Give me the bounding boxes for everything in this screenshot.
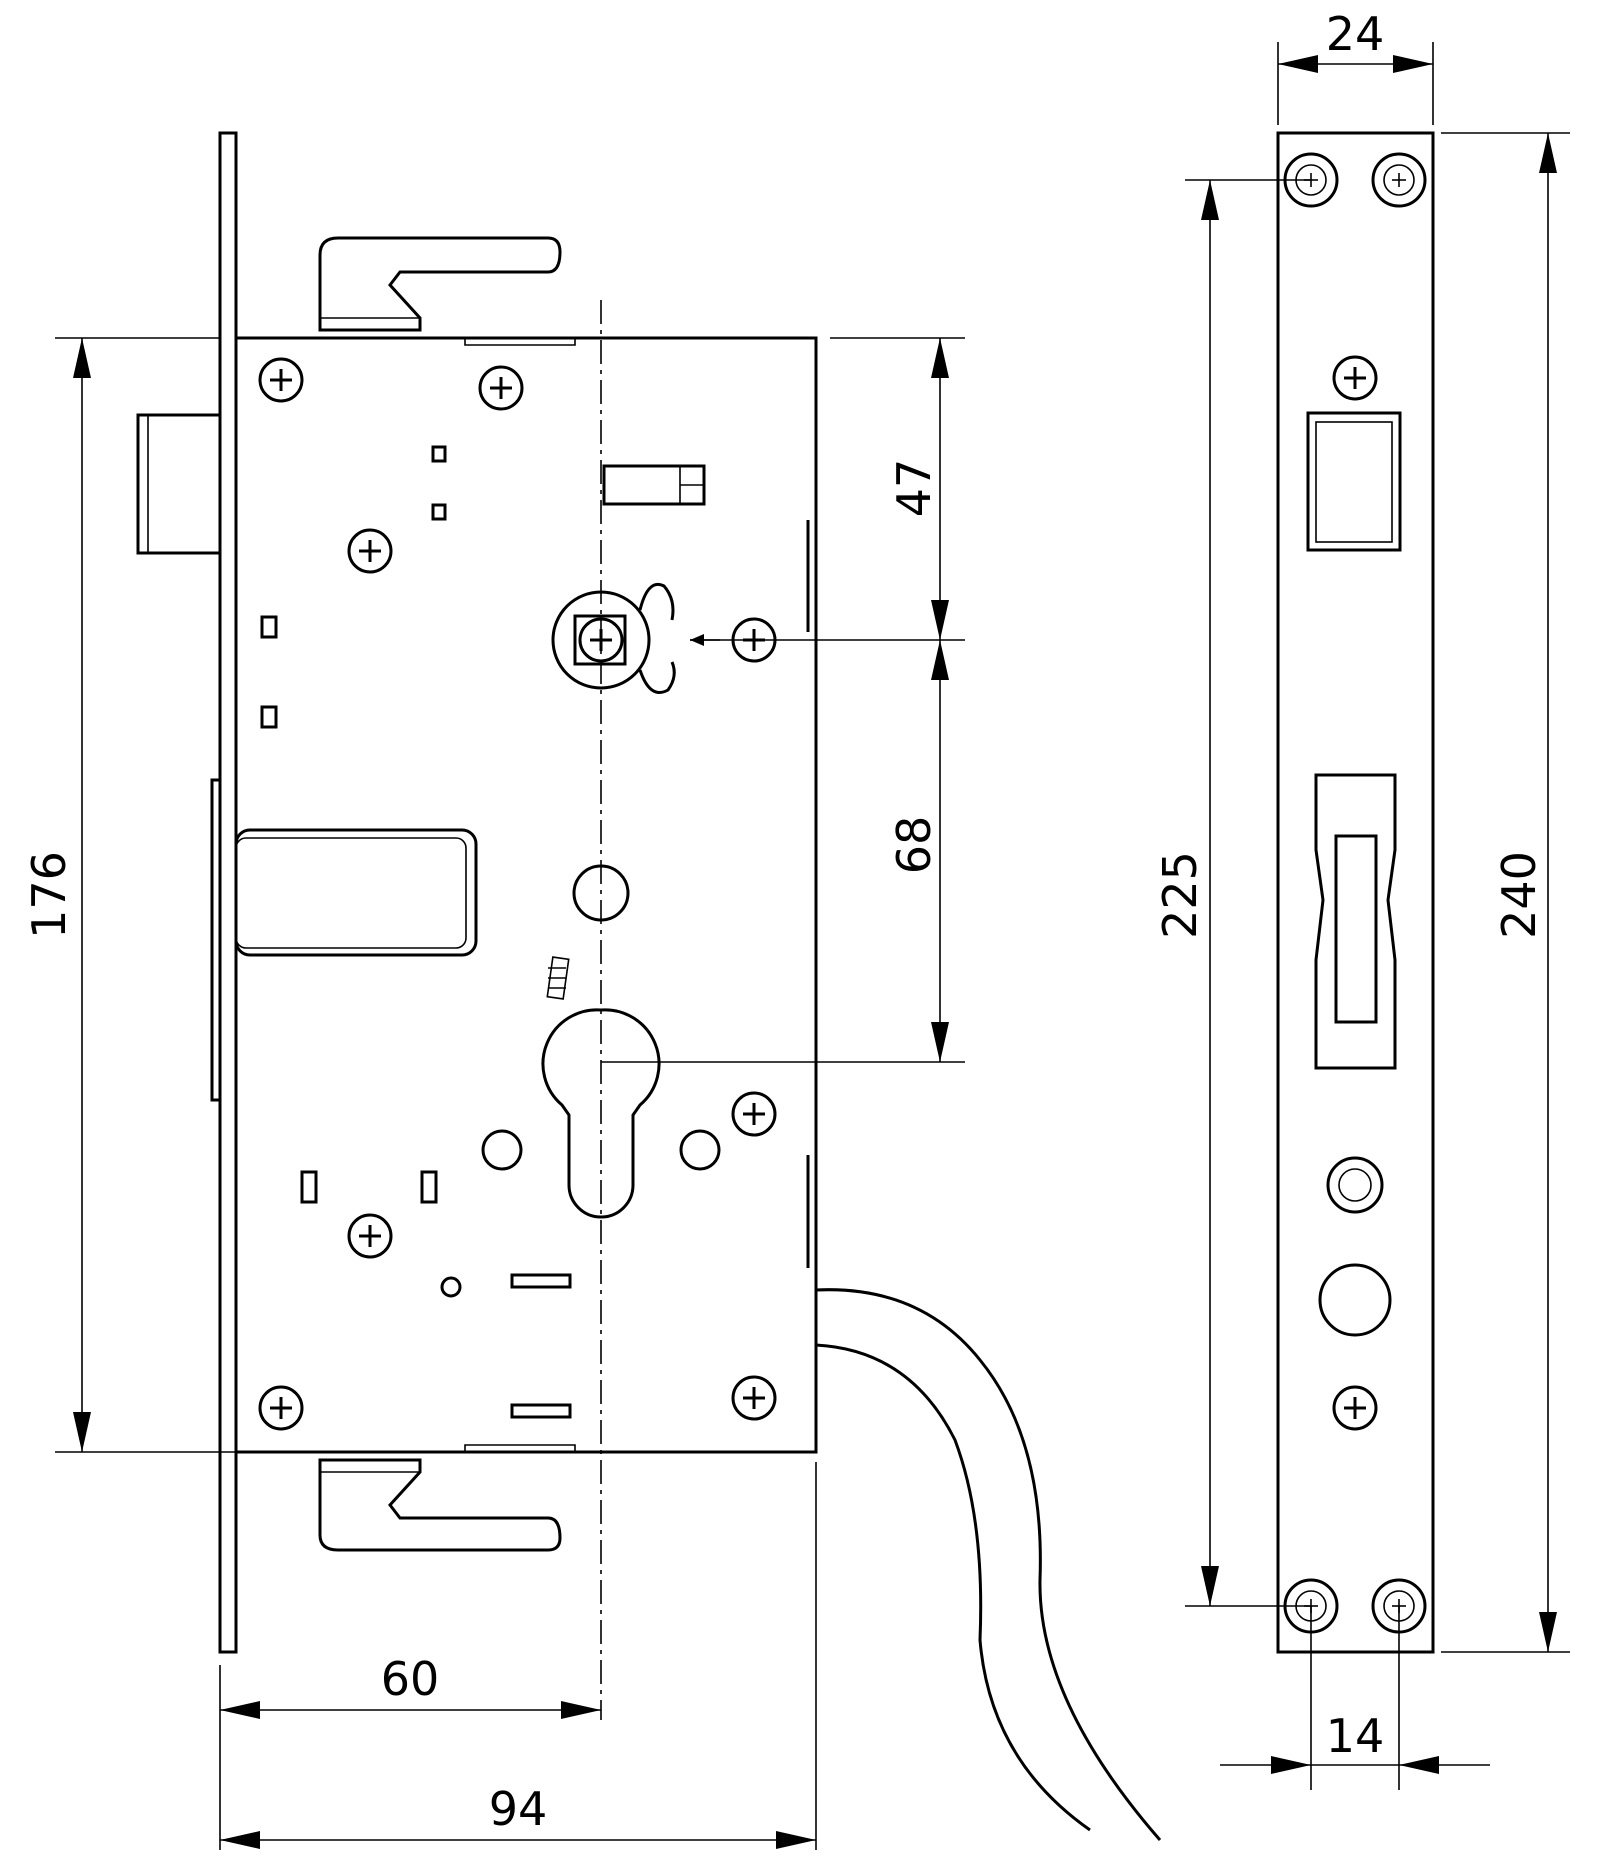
latch-opening: [1306, 411, 1402, 552]
dimension-14: 14: [1220, 1606, 1490, 1790]
cable-1: [815, 1288, 1162, 1841]
dimension-176: 176: [22, 337, 236, 1453]
lock-case: [234, 336, 818, 1454]
faceplate: [1276, 131, 1435, 1654]
dimension-240: 240: [1441, 132, 1570, 1653]
dim-label-176: 176: [22, 851, 76, 939]
bolt-opening: [1314, 773, 1397, 1070]
dim-label-14: 14: [1326, 1709, 1385, 1763]
dim-label-240: 240: [1492, 851, 1546, 939]
dimension-47-68: 47 68: [601, 337, 965, 1063]
dimension-24: 24: [1277, 7, 1434, 125]
dimension-225: 225: [1153, 179, 1311, 1607]
dead-bolt: [234, 828, 478, 957]
lock-body-view: [136, 131, 1162, 1841]
top-hook: [318, 236, 562, 332]
dimension-60-94: 60 94: [219, 1462, 817, 1850]
dim-label-94: 94: [489, 1782, 548, 1836]
faceplate-view: [1276, 131, 1435, 1654]
dim-label-68: 68: [887, 816, 941, 875]
spindle-follower: [551, 583, 720, 694]
latch-bolt: [136, 413, 222, 555]
front-plate: [218, 131, 238, 1654]
bottom-hook: [318, 1458, 562, 1552]
cable-2: [815, 1343, 1091, 1832]
cylinder-cutout: [541, 1008, 661, 1219]
dim-label-60: 60: [381, 1652, 440, 1706]
dim-label-225: 225: [1153, 851, 1207, 939]
dim-label-47: 47: [887, 459, 941, 518]
dim-label-24: 24: [1326, 7, 1385, 61]
